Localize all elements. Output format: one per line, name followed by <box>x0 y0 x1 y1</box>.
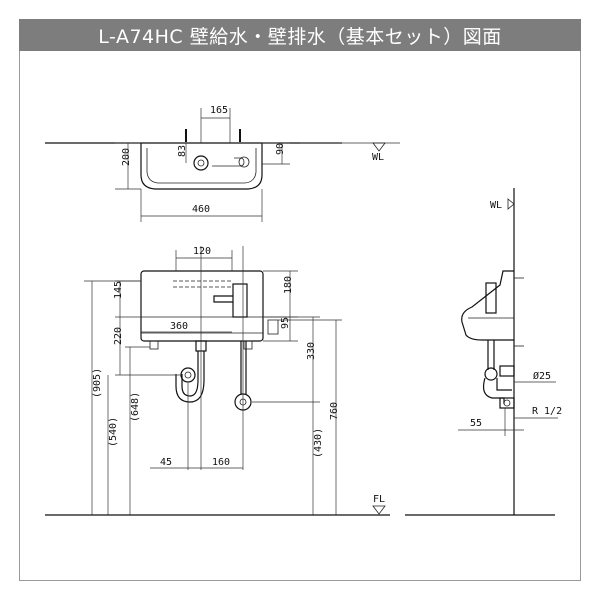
dim-83: 83 <box>177 145 188 157</box>
side-supply-outlet <box>499 397 515 409</box>
dim-95: 95 <box>280 317 291 329</box>
side-drain-outlet <box>499 365 515 377</box>
drawing-frame <box>19 19 581 581</box>
dim-90: 90 <box>275 143 286 155</box>
drawing-title: L-A74HC 壁給水・壁排水（基本セット）図面 <box>19 19 581 51</box>
dim-145: 145 <box>113 281 124 299</box>
dim-dia-25: Ø25 <box>533 370 551 382</box>
dim-55: 55 <box>470 418 482 429</box>
dim-360: 360 <box>170 321 188 332</box>
dim-45: 45 <box>160 457 172 468</box>
side-faucet <box>485 282 497 314</box>
front-trap <box>181 374 199 397</box>
front-faucet <box>232 283 248 318</box>
dim-430: (430) <box>313 428 324 458</box>
top-drain-cap <box>238 156 250 168</box>
front-trap-nut <box>180 367 196 383</box>
top-faucet-circle <box>193 155 209 171</box>
top-basin-outline <box>140 143 263 190</box>
fl-triangle <box>372 505 386 515</box>
dim-905: (905) <box>92 368 103 398</box>
dim-330: 330 <box>306 342 317 360</box>
dim-760: 760 <box>329 402 340 420</box>
dim-165: 165 <box>210 105 228 116</box>
front-basin-body <box>140 270 264 342</box>
top-view: 165 200 83 90 460 WL <box>45 105 400 222</box>
side-view: WL Ø25 R 1/2 55 <box>405 188 562 516</box>
wl-label-top: WL <box>372 152 384 163</box>
wl-triangle-side <box>507 198 515 210</box>
dim-180: 180 <box>283 276 294 294</box>
dim-200: 200 <box>121 148 132 166</box>
top-faucet-center <box>197 159 205 167</box>
fl-label: FL <box>373 494 385 505</box>
top-drain-handle <box>212 157 245 167</box>
side-basin-profile <box>461 270 514 341</box>
dim-160: 160 <box>212 457 230 468</box>
front-view: 120 180 95 360 145 220 (905) (540) (648) <box>45 246 390 516</box>
dim-220: 220 <box>113 327 124 345</box>
dim-540: (540) <box>108 417 119 447</box>
dim-648: (648) <box>130 392 141 422</box>
top-basin-inner <box>146 148 257 184</box>
wl-label-side: WL <box>490 200 502 211</box>
dim-460: 460 <box>192 204 210 215</box>
front-faucet-spout <box>213 295 233 303</box>
front-bracket <box>267 319 279 335</box>
wl-triangle-top <box>372 142 386 152</box>
dim-r-half: R 1/2 <box>532 406 562 417</box>
dim-120: 120 <box>193 246 211 257</box>
